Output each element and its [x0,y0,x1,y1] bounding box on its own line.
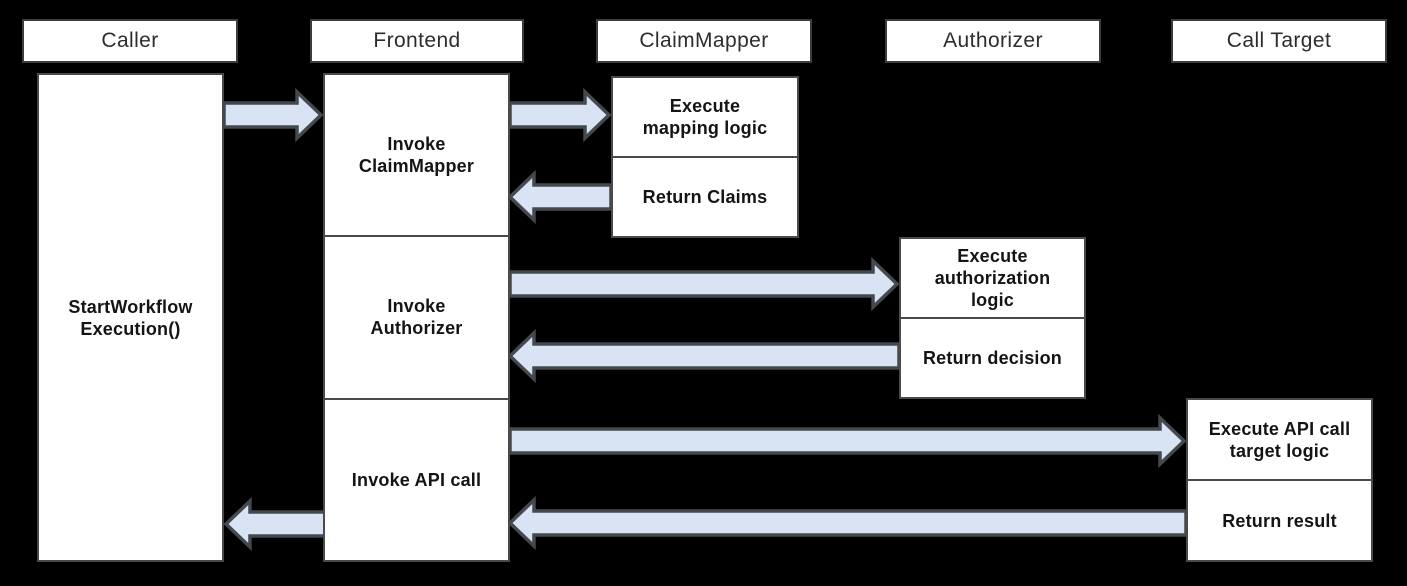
activation-calltarget: Execute API call target logic Return res… [1186,398,1373,562]
actor-label-claimmapper: ClaimMapper [639,29,769,52]
activation-authorizer: Execute authorization logic Return decis… [899,237,1086,399]
actor-label-caller: Caller [101,29,159,52]
actor-label-authorizer: Authorizer [943,29,1043,52]
actor-header-caller: Caller [22,19,238,63]
activation-calltarget-return: Return result [1188,479,1371,560]
arrow-calltarget-return-to-frontend [507,495,1188,551]
arrow-authorizer-return-to-frontend [507,328,901,384]
activation-claimmapper-execute: Execute mapping logic [642,96,768,138]
activation-frontend-invoke-claimmapper: Invoke ClaimMapper [358,134,475,177]
actor-label-frontend: Frontend [373,29,461,52]
actor-header-calltarget: Call Target [1171,19,1387,63]
activation-caller: StartWorkflow Execution() [37,73,224,562]
activation-calltarget-execute: Execute API call target logic [1208,418,1351,461]
arrow-frontend-to-calltarget [508,413,1187,469]
arrow-caller-to-frontend [222,87,324,143]
actor-header-frontend: Frontend [310,19,524,63]
activation-claimmapper: Execute mapping logic Return Claims [611,76,799,238]
arrow-frontend-to-claimmapper [508,87,612,143]
actor-header-claimmapper: ClaimMapper [596,19,812,63]
arrow-claimmapper-return-to-frontend [507,169,613,225]
arrow-frontend-to-authorizer [508,256,900,312]
activation-claimmapper-return: Return Claims [613,156,797,236]
actor-label-calltarget: Call Target [1226,29,1332,52]
arrow-frontend-return-to-caller [223,496,327,552]
activation-frontend-invoke-authorizer: Invoke Authorizer [325,235,508,397]
actor-header-authorizer: Authorizer [885,19,1101,63]
activation-frontend: Invoke ClaimMapper Invoke Authorizer Inv… [323,73,510,562]
activation-frontend-invoke-api-call: Invoke API call [325,397,508,560]
activation-authorizer-return: Return decision [901,317,1084,397]
activation-authorizer-execute: Execute authorization logic [934,246,1051,310]
activation-caller-startworkflow: StartWorkflow Execution() [68,296,193,339]
